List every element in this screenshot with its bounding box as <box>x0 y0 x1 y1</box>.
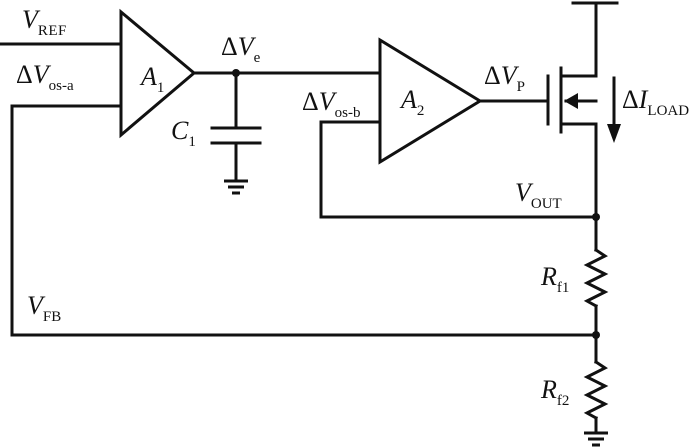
iload-arrow-head <box>607 124 621 143</box>
label-vos-a: ΔVos-a <box>16 60 74 94</box>
pmos-drain-lead <box>559 122 598 219</box>
amplifier-a2 <box>378 37 483 165</box>
label-iload: ΔILOAD <box>622 85 690 119</box>
label-a2: A2 <box>401 85 425 119</box>
label-ve: ΔVe <box>221 32 261 66</box>
vfb-wire <box>10 104 598 337</box>
label-vout: VOUT <box>515 178 562 212</box>
label-a1: A1 <box>141 62 165 96</box>
vout-junction-dot <box>592 213 600 221</box>
ground-symbol-c1 <box>224 179 248 195</box>
label-rf2: Rf2 <box>541 375 570 409</box>
resistor-rf2 <box>583 359 609 421</box>
amplifier-a1 <box>119 8 197 139</box>
vfb-junction-dot <box>592 331 600 339</box>
label-c1: C1 <box>171 116 196 150</box>
pmos-source-lead <box>559 1 598 78</box>
resistor-rf1 <box>583 247 609 309</box>
pmos-body-arrow <box>564 93 578 109</box>
ve-junction-dot <box>232 69 240 77</box>
label-vref: VREF <box>22 5 67 39</box>
label-vos-b: ΔVos-b <box>302 87 361 121</box>
a2-feedback-wire <box>319 120 598 219</box>
label-vfb: VFB <box>27 291 62 325</box>
ground-symbol-rf2 <box>584 431 608 447</box>
label-vp: ΔVP <box>484 61 525 95</box>
label-rf1: Rf1 <box>541 262 570 296</box>
